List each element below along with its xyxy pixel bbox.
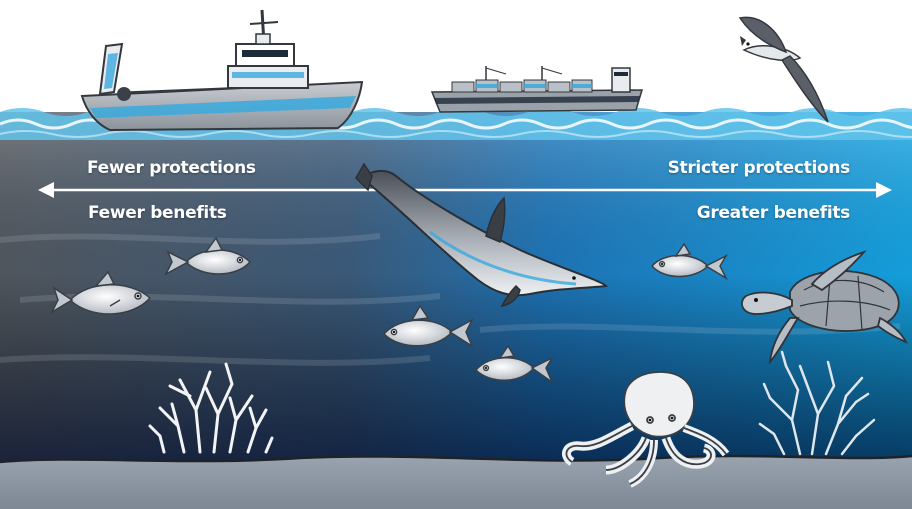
fewer-benefits-label: Fewer benefits xyxy=(88,203,227,223)
seabird-icon xyxy=(740,17,828,122)
seafloor xyxy=(0,456,912,509)
cargo-ship-icon xyxy=(432,66,642,112)
fewer-protections-label: Fewer protections xyxy=(87,158,256,178)
stricter-protections-label: Stricter protections xyxy=(668,158,850,178)
fishing-boat-icon xyxy=(82,10,362,130)
greater-benefits-label: Greater benefits xyxy=(697,203,850,223)
